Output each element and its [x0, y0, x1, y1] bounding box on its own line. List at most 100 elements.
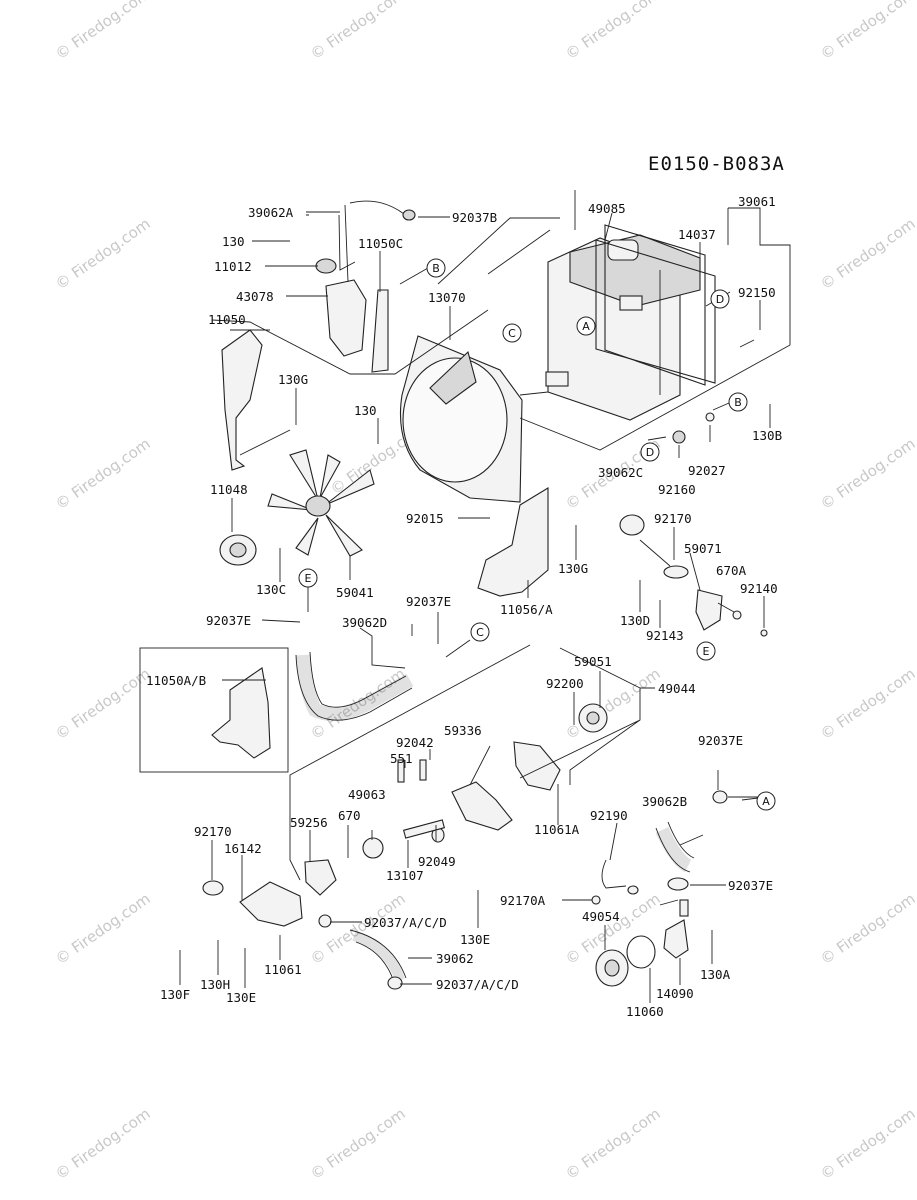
part-label: 92037E: [206, 613, 251, 628]
watermark: © Firedog.com: [562, 1105, 664, 1184]
watermark: © Firedog.com: [52, 1105, 154, 1184]
callout-letter: D: [716, 293, 724, 306]
part-label: 92170: [194, 824, 232, 839]
part-label: 11061: [264, 962, 302, 977]
watermark: © Firedog.com: [817, 1105, 917, 1184]
callout-letter: B: [432, 262, 440, 275]
watermark: © Firedog.com: [817, 665, 917, 744]
watermark: © Firedog.com: [817, 435, 917, 514]
part-label: 39062: [436, 951, 474, 966]
callout-letter: C: [508, 327, 516, 340]
callout-b: B: [728, 392, 748, 412]
watermark: © Firedog.com: [562, 0, 664, 63]
part-label: 551: [390, 751, 413, 766]
callout-d: D: [640, 442, 660, 462]
part-label: 59071: [684, 541, 722, 556]
callout-a: A: [576, 316, 596, 336]
watermark: © Firedog.com: [817, 0, 917, 63]
hose-39062D-outline: [295, 651, 413, 721]
part-label: 130F: [160, 987, 190, 1002]
watermark: © Firedog.com: [307, 1105, 409, 1184]
part-label: 92140: [740, 581, 778, 596]
part-label: 130G: [558, 561, 588, 576]
watermark: © Firedog.com: [52, 215, 154, 294]
part-label: 39061: [738, 194, 776, 209]
callout-letter: A: [582, 320, 590, 333]
reservoir-tank-drawing: [315, 200, 416, 373]
part-label: 130D: [620, 613, 650, 628]
water-pump-drawing: [202, 703, 608, 990]
part-label: 39062D: [342, 615, 387, 630]
part-label: 14090: [656, 986, 694, 1001]
part-label: 130C: [256, 582, 286, 597]
callout-b: B: [426, 258, 446, 278]
fan-drawing: [267, 449, 375, 557]
part-label: 11061A: [534, 822, 580, 837]
part-label: 59256: [290, 815, 328, 830]
part-label: 130H: [200, 977, 230, 992]
part-label: 92170: [654, 511, 692, 526]
part-label: 130B: [752, 428, 782, 443]
part-label: 92042: [396, 735, 434, 750]
part-label: 43078: [236, 289, 274, 304]
part-label: 130: [354, 403, 377, 418]
outlet-drawing: [591, 790, 728, 987]
part-label: 670A: [716, 563, 747, 578]
part-label: 92037/A/C/D: [364, 915, 447, 930]
part-label: 11060: [626, 1004, 664, 1019]
part-label: 39062A: [248, 205, 294, 220]
radiator-drawing: [519, 224, 716, 421]
part-label: 13070: [428, 290, 466, 305]
bracket-11056-drawing: [477, 487, 549, 597]
callout-a: A: [756, 791, 776, 811]
part-label: 92037B: [452, 210, 497, 225]
part-label: 92160: [658, 482, 696, 497]
part-labels: 39062A 92037B 130 11012 11050C 43078 110…: [146, 194, 782, 1019]
part-label: 92150: [738, 285, 776, 300]
part-label: 49044: [658, 681, 696, 696]
callout-letter: A: [762, 795, 770, 808]
part-label: 130G: [278, 372, 308, 387]
part-label: 92037E: [406, 594, 451, 609]
watermark: © Firedog.com: [817, 890, 917, 969]
callout-d: D: [710, 289, 730, 309]
part-label: 59051: [574, 654, 612, 669]
bracket-11050-drawing: [221, 329, 263, 471]
part-label: 92037E: [698, 733, 743, 748]
part-label: 92143: [646, 628, 684, 643]
part-label: 39062C: [598, 465, 643, 480]
part-label: 11012: [214, 259, 252, 274]
thermostat-drawing: [619, 412, 768, 637]
part-label: 59041: [336, 585, 374, 600]
part-label: 11056/A: [500, 602, 553, 617]
part-label: 49085: [588, 201, 626, 216]
fan-shroud-drawing: [399, 335, 523, 503]
part-label: 11050C: [358, 236, 403, 251]
watermark: © Firedog.com: [52, 890, 154, 969]
part-label: 92200: [546, 676, 584, 691]
part-label: 92049: [418, 854, 456, 869]
leader-lines: [179, 190, 791, 1003]
watermark: © Firedog.com: [52, 665, 154, 744]
watermark: © Firedog.com: [52, 0, 154, 63]
part-label: 92027: [688, 463, 726, 478]
part-label: 92015: [406, 511, 444, 526]
part-label: 670: [338, 808, 361, 823]
watermark-layer: © Firedog.com © Firedog.com © Firedog.co…: [52, 0, 917, 1183]
part-label: 14037: [678, 227, 716, 242]
callout-c: C: [502, 323, 522, 343]
bracket-11050AB-drawing: [211, 667, 271, 759]
part-drawings: [139, 200, 768, 990]
part-label: 49063: [348, 787, 386, 802]
callout-letter: C: [476, 626, 484, 639]
part-label: 49054: [582, 909, 620, 924]
callout-letter: B: [734, 396, 742, 409]
callout-e: E: [696, 641, 716, 661]
pulley-11048-drawing: [219, 534, 257, 566]
part-label: 59336: [444, 723, 482, 738]
watermark: © Firedog.com: [307, 0, 409, 63]
part-label: 13107: [386, 868, 424, 883]
callout-letter: D: [646, 446, 654, 459]
part-label: 11050: [208, 312, 246, 327]
